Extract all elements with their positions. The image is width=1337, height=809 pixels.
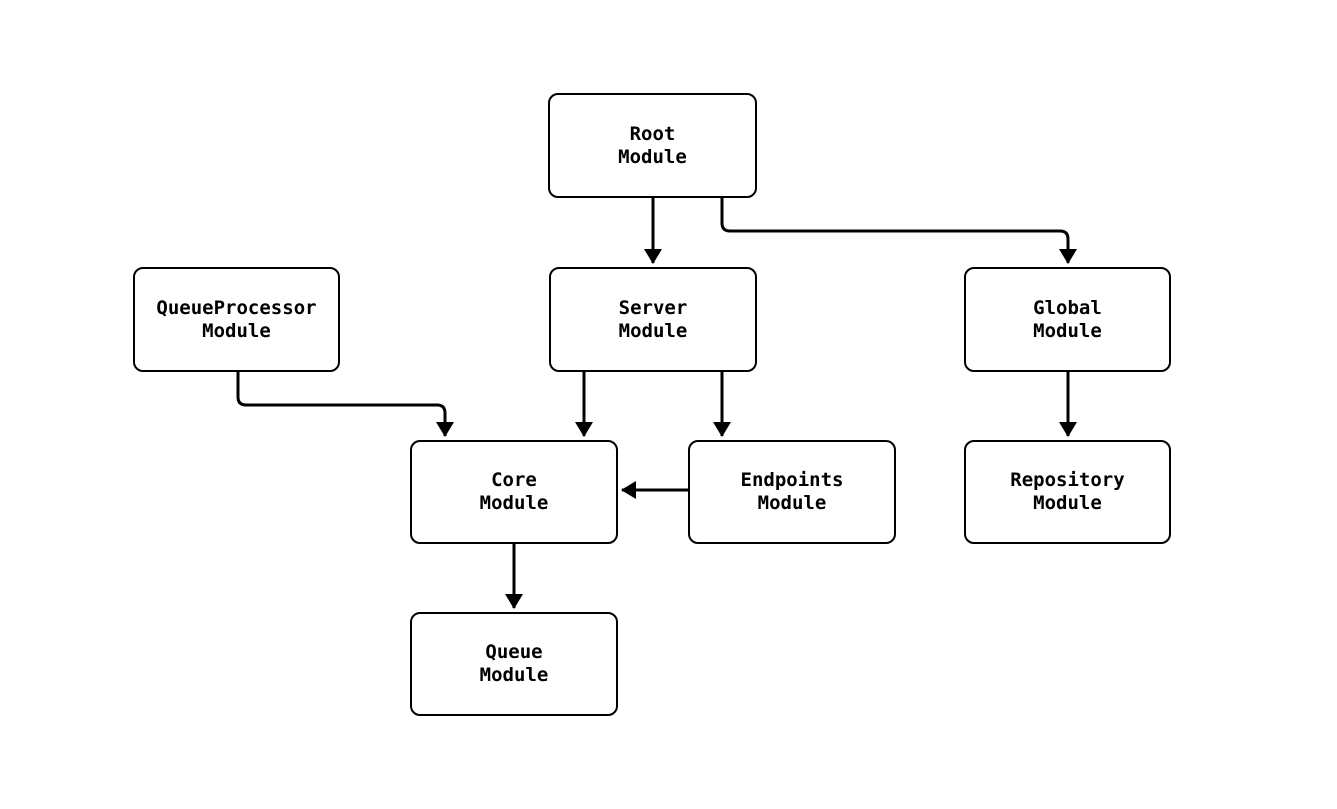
node-queueprocessor-module: QueueProcessor Module [133,267,340,372]
node-server-module: Server Module [549,267,757,372]
node-repository-module-label: Repository Module [1010,469,1125,514]
node-queueprocessor-module-label: QueueProcessor Module [156,296,317,342]
node-global-module: Global Module [964,267,1171,372]
node-queue-module: Queue Module [410,612,618,716]
node-root-module: Root Module [548,93,757,198]
node-root-module-label: Root Module [618,122,687,168]
node-core-module-label: Core Module [479,469,549,514]
node-global-module-label: Global Module [1033,296,1102,342]
edge-queueprocessor-core [236,372,454,437]
node-endpoints-module-label: Endpoints Module [740,469,844,514]
node-repository-module: Repository Module [964,440,1171,544]
node-core-module: Core Module [410,440,618,544]
node-server-module-label: Server Module [618,296,688,342]
node-queue-module-label: Queue Module [479,641,549,686]
edge-root-global [720,198,1077,264]
node-endpoints-module: Endpoints Module [688,440,896,544]
